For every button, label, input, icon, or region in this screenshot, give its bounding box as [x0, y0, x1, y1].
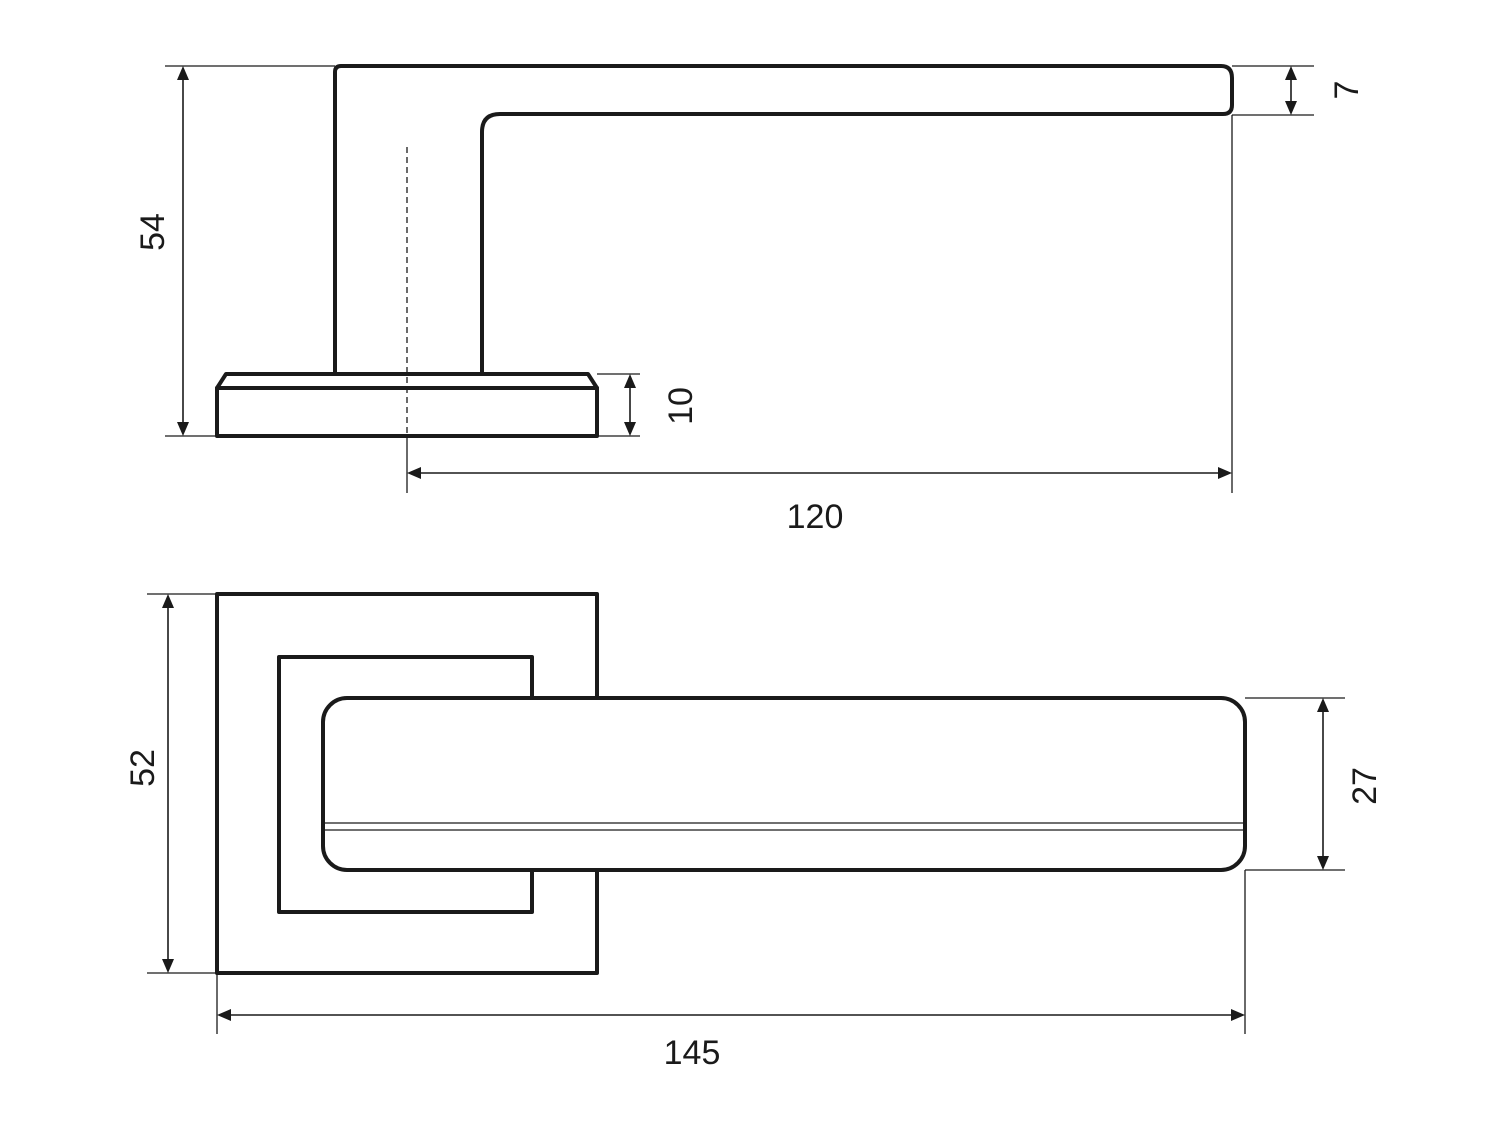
- lever-thickness-dim-label: 7: [1328, 81, 1366, 100]
- rose-thickness-dim-label: 10: [662, 387, 700, 425]
- rose-thickness-dimension: 10: [597, 373, 700, 437]
- lever-thickness-dimension: 7: [1232, 65, 1366, 116]
- height-dim-label: 54: [134, 213, 172, 251]
- lever-profile: [333, 64, 1234, 375]
- rose-inner-square: [277, 655, 534, 914]
- overall-length-dimension: 145: [216, 870, 1246, 1072]
- side-view: 54 7 10 120: [134, 64, 1366, 536]
- projection-dimension: 120: [407, 115, 1233, 536]
- lever-width-dim-label: 27: [1346, 767, 1384, 805]
- rose-size-dimension: 52: [124, 593, 217, 974]
- overall-length-dim-label: 145: [664, 1034, 721, 1072]
- rose-size-dim-label: 52: [124, 749, 162, 787]
- rose-base: [215, 372, 599, 438]
- height-dimension: 54: [134, 65, 335, 437]
- top-view: 52 27 145: [124, 592, 1384, 1072]
- lever-width-dimension: 27: [1245, 697, 1384, 871]
- lever-body: [321, 696, 1247, 872]
- rose-outer-square: [215, 592, 599, 975]
- projection-dim-label: 120: [787, 498, 844, 536]
